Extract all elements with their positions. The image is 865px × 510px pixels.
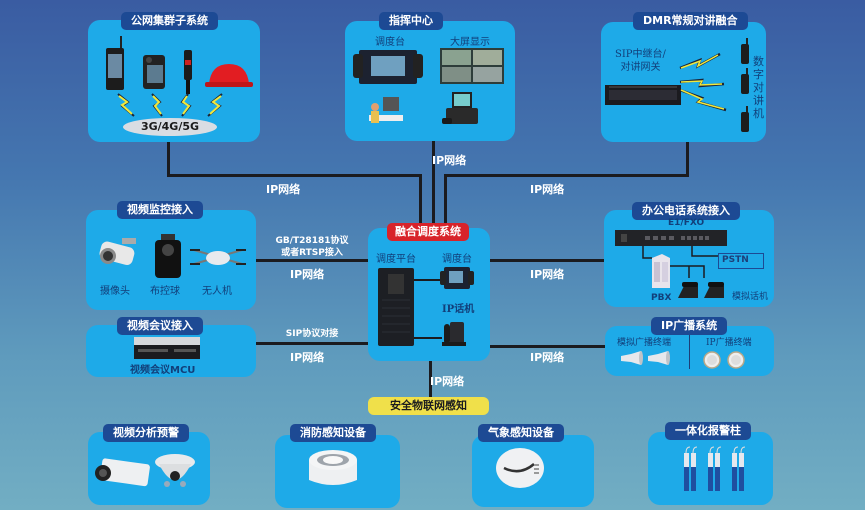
panel-title: 公网集群子系统 xyxy=(121,12,218,30)
link-line xyxy=(488,259,606,262)
operator-workstation-icon xyxy=(365,95,405,135)
server-tower-icon xyxy=(378,268,414,346)
alarm-pillar-icon xyxy=(683,445,749,493)
link-line xyxy=(488,345,606,348)
pbx-icon xyxy=(648,254,672,290)
e1-fxo-gateway-icon xyxy=(615,230,727,246)
video-phone-icon xyxy=(442,92,482,128)
pstn-box xyxy=(718,253,764,269)
bullet-camera-icon xyxy=(96,238,138,272)
shoulder-mic-icon xyxy=(182,50,194,94)
link-line xyxy=(414,337,442,339)
drone-icon xyxy=(190,244,246,272)
dispatch-console-icon xyxy=(440,267,474,289)
link-line xyxy=(167,140,170,176)
ceiling-speaker-icon xyxy=(703,351,721,369)
dome-camera-icon xyxy=(153,452,197,494)
mcu-server-icon xyxy=(134,337,200,359)
protocol-label: GB/T28181协议 或者RTSP接入 xyxy=(275,236,349,258)
link-line xyxy=(429,360,432,398)
smoke-detector-icon xyxy=(494,444,546,490)
link-line xyxy=(255,259,368,262)
smart-helmet-icon xyxy=(205,62,253,88)
link-line xyxy=(432,140,435,230)
iot-title: 安全物联网感知 xyxy=(368,397,489,415)
panel-title: 视频分析预警 xyxy=(103,424,189,442)
handheld-terminal-icon xyxy=(104,36,126,91)
panel-title: 视频会议接入 xyxy=(117,317,203,335)
device-label: IP广播终端 xyxy=(706,338,752,348)
pstn-label: PSTN xyxy=(722,255,749,265)
device-label: 视频会议MCU xyxy=(130,365,196,376)
ptz-dome-icon xyxy=(153,234,183,280)
network-label: IP网络 xyxy=(530,351,565,364)
wireless-signal-icon xyxy=(110,92,260,122)
link-line xyxy=(167,174,422,177)
radios-label: 数字对讲机 xyxy=(753,55,764,120)
analog-phone-icon xyxy=(676,282,700,300)
panel-title: 一体化报警柱 xyxy=(665,422,751,440)
link-line xyxy=(686,140,689,176)
panel-title: 消防感知设备 xyxy=(290,424,376,442)
device-label: 模拟广播终端 xyxy=(617,338,672,348)
gateway-label: E1/FXO xyxy=(668,218,705,228)
protocol-label: SIP协议对接 xyxy=(285,329,339,339)
panel-title: 气象感知设备 xyxy=(478,424,564,442)
device-label: 调度台 xyxy=(442,254,472,265)
large-screen-icon xyxy=(440,48,504,84)
core-title: 融合调度系统 xyxy=(387,223,469,241)
network-label: IP网络 xyxy=(290,268,325,281)
body-camera-icon xyxy=(141,55,167,91)
panel-title: 指挥中心 xyxy=(379,12,443,30)
panel-title: 视频监控接入 xyxy=(117,201,203,219)
network-label: IP网络 xyxy=(430,375,465,388)
pbx-wiring xyxy=(634,246,724,286)
network-label: IP网络 xyxy=(530,268,565,281)
fire-detector-icon xyxy=(307,448,359,490)
link-line xyxy=(414,279,440,281)
device-label: 摄像头 xyxy=(100,286,130,297)
sip-gateway-icon xyxy=(605,85,681,105)
panel-title: IP广播系统 xyxy=(651,317,728,335)
panel-title: DMR常规对讲融合 xyxy=(633,12,748,30)
horn-speaker-icon xyxy=(648,351,670,367)
device-label: 大屏显示 xyxy=(450,37,490,48)
device-label: IP话机 xyxy=(442,304,475,315)
horn-speaker-icon xyxy=(621,351,643,367)
ip-phone-icon xyxy=(442,322,466,348)
network-label: IP网络 xyxy=(290,351,325,364)
wireless-signal-icon xyxy=(678,52,748,112)
analog-phone-icon xyxy=(702,282,726,300)
network-label: IP网络 xyxy=(432,154,467,167)
link-line xyxy=(255,342,368,345)
panel-title: 办公电话系统接入 xyxy=(632,202,740,220)
digital-radio-icon xyxy=(740,38,750,64)
ceiling-speaker-icon xyxy=(727,351,745,369)
digital-radio-icon xyxy=(740,68,750,94)
link-line xyxy=(419,174,422,230)
analog-phone-label: 模拟话机 xyxy=(732,292,769,302)
device-label: 调度台 xyxy=(375,37,405,48)
network-ellipse xyxy=(123,118,217,136)
box-camera-icon xyxy=(93,457,151,491)
link-line xyxy=(444,174,689,177)
dispatch-console-icon xyxy=(353,48,423,86)
divider xyxy=(689,335,690,369)
network-label: IP网络 xyxy=(530,183,565,196)
device-label: 无人机 xyxy=(202,286,232,297)
pbx-label: PBX xyxy=(651,293,672,303)
gateway-label: SIP中继台/ 对讲网关 xyxy=(615,49,666,73)
digital-radio-icon xyxy=(740,106,750,132)
network-type-label: 3G/4G/5G xyxy=(140,120,200,133)
device-label: 调度平台 xyxy=(376,254,416,265)
device-label: 布控球 xyxy=(150,286,180,297)
network-label: IP网络 xyxy=(266,183,301,196)
link-line xyxy=(444,174,447,230)
